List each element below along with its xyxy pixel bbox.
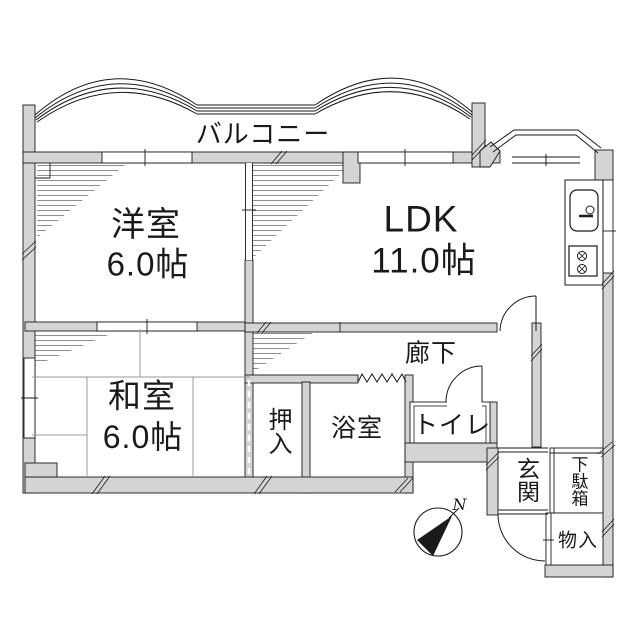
wall-toilet-right bbox=[489, 401, 498, 444]
wall-corridor-right bbox=[531, 322, 542, 448]
toilet-label: トイレ bbox=[412, 411, 492, 440]
accordion-door-zigzag bbox=[357, 372, 407, 383]
wall-pier-top bbox=[342, 151, 361, 184]
japanese-room-size: 6.0帖 bbox=[102, 419, 184, 455]
bathroom-label: 浴室 bbox=[330, 414, 384, 443]
window-japanese-room-left bbox=[21, 357, 38, 439]
hallway-label: 廊下 bbox=[404, 339, 458, 368]
wall-bay-left-block bbox=[479, 141, 501, 168]
windows bbox=[21, 149, 616, 439]
balcony-railing bbox=[34, 77, 473, 123]
opening-western-ldk bbox=[242, 163, 256, 260]
entrance-step-lines bbox=[498, 447, 548, 515]
toilet-room-outline bbox=[409, 400, 491, 444]
doors bbox=[445, 295, 546, 562]
tatami-lines bbox=[32, 329, 250, 477]
entrance-door-arc bbox=[497, 513, 546, 562]
wall-right-exterior bbox=[602, 272, 614, 578]
window-western-room-top bbox=[101, 149, 193, 166]
window-room-divider bbox=[96, 319, 198, 334]
closet-label: 押入 bbox=[264, 407, 291, 455]
wall-middle-upper bbox=[244, 259, 254, 325]
western-room-size: 6.0帖 bbox=[106, 245, 190, 283]
wall-closet-right bbox=[301, 381, 311, 494]
wall-closet-bath-top bbox=[244, 374, 359, 384]
walls bbox=[22, 102, 614, 578]
shoe-cabinet-label: 下駄箱 bbox=[568, 455, 588, 507]
ldk-label: LDK bbox=[383, 198, 459, 240]
ldk-size: 11.0帖 bbox=[371, 241, 477, 281]
western-room-label: 洋室 bbox=[111, 206, 181, 244]
ldk-door-arc bbox=[499, 295, 537, 332]
compass-north-label: N bbox=[452, 495, 468, 514]
stove-icon bbox=[568, 245, 598, 277]
wall-bay-right-block bbox=[594, 149, 614, 182]
storage-outline bbox=[543, 512, 604, 566]
toilet-door-arc bbox=[445, 365, 483, 403]
bay-window bbox=[489, 129, 602, 166]
break-marks bbox=[21, 139, 616, 538]
wall-bottom-notch bbox=[24, 462, 58, 478]
window-ldk-top bbox=[357, 149, 454, 166]
wall-entrance-left bbox=[486, 447, 499, 516]
wall-bottom-exterior bbox=[24, 476, 414, 494]
kitchen-unit bbox=[564, 179, 604, 286]
compass-icon bbox=[413, 507, 463, 557]
balcony-label: バルコニー bbox=[195, 119, 331, 149]
wall-top-exterior bbox=[22, 151, 501, 164]
japanese-room-label: 和室 bbox=[108, 377, 176, 415]
storage-label: 物入 bbox=[557, 530, 599, 552]
wall-ldk-bottom bbox=[244, 322, 498, 333]
kitchen-sink-icon bbox=[569, 189, 599, 232]
wall-toilet-bottom-band bbox=[404, 442, 498, 463]
entrance-label: 玄関 bbox=[513, 457, 540, 503]
wall-storage-bottom bbox=[544, 564, 614, 578]
corner-pillar-lines bbox=[35, 163, 51, 179]
